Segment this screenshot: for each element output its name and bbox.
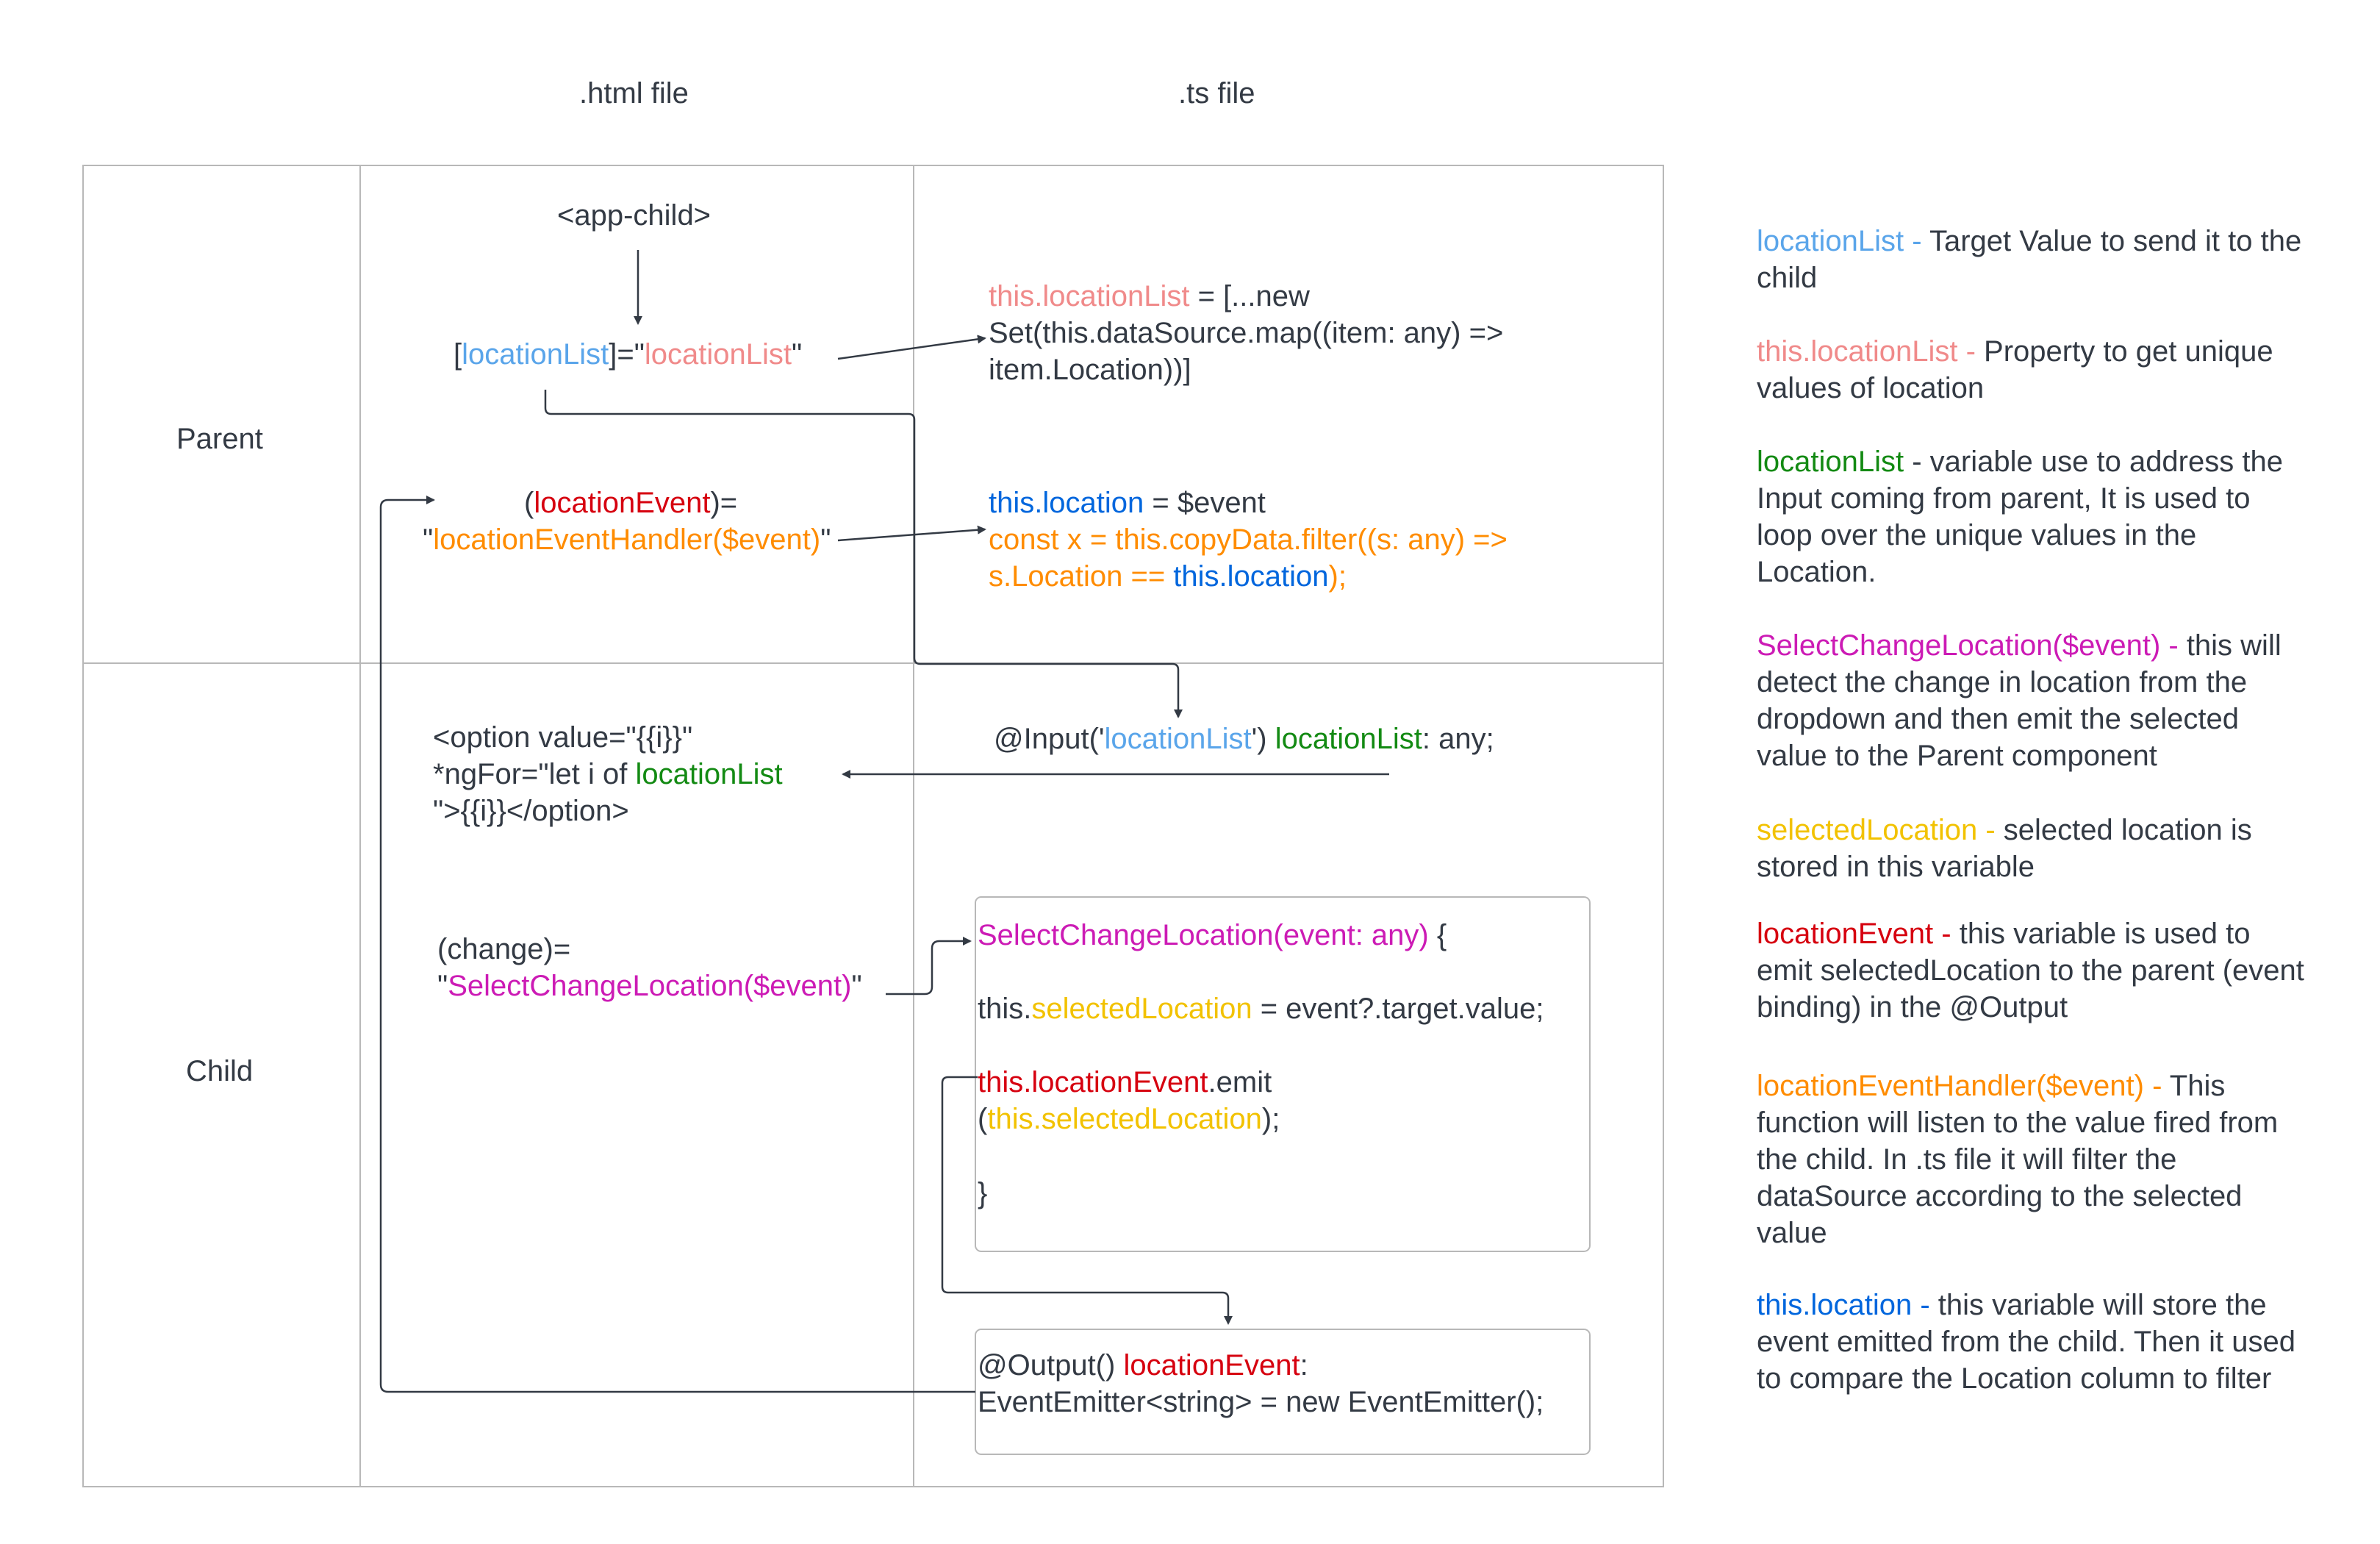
- change-line1: (change)=: [437, 933, 571, 965]
- legend-term: locationList: [1757, 446, 1904, 478]
- arrow-binding-to-ts: [837, 335, 986, 360]
- method-signature: SelectChangeLocation(event: any) {: [978, 919, 1447, 951]
- legend-term: this.location -: [1757, 1289, 1938, 1321]
- arrow-binding-to-input: [544, 390, 1183, 718]
- ts-location-line3: s.Location == this.location);: [989, 560, 1347, 593]
- output-decorator: @Output() locationEvent:: [978, 1349, 1308, 1382]
- option-line3: ">{{i}}</option>: [433, 795, 629, 827]
- method-emit: this.locationEvent.emit: [978, 1066, 1272, 1098]
- arrow-change-to-method: [886, 937, 972, 996]
- legend-term: locationEventHandler($event) -: [1757, 1070, 2170, 1102]
- ts-assign-line1: this.locationList = [...new: [989, 280, 1310, 312]
- legend-item-3: locationList - variable use to address t…: [1757, 446, 2283, 588]
- ts-assign-line3: item.Location))]: [989, 354, 1191, 386]
- event-handler: locationEventHandler($event): [433, 523, 821, 556]
- arrow-emit-to-output: [941, 1076, 1233, 1325]
- app-child-tag: <app-child>: [557, 199, 712, 232]
- output-type: EventEmitter<string> = new EventEmitter(…: [978, 1386, 1544, 1418]
- legend-item-4: SelectChangeLocation($event) - this will…: [1757, 629, 2282, 772]
- method-emit-arg: (this.selectedLocation);: [978, 1103, 1280, 1135]
- change-line2: "SelectChangeLocation($event)": [437, 970, 862, 1002]
- arrow-output-to-event: [379, 496, 975, 1393]
- legend-item-8: this.location - this variable will store…: [1757, 1289, 2295, 1395]
- event-binding-line2: "locationEventHandler($event)": [423, 523, 831, 556]
- input-decorator: @Input('locationList') locationList: any…: [994, 723, 1494, 755]
- method-box: [975, 896, 1591, 1252]
- binding-prop: locationList: [462, 338, 609, 371]
- option-line1: <option value="{{i}}": [433, 721, 693, 754]
- property-binding: [locationList]="locationList": [454, 338, 803, 371]
- option-line2: *ngFor="let i of locationList: [433, 758, 783, 790]
- legend-term: locationList -: [1757, 225, 1929, 257]
- ts-assign-line2: Set(this.dataSource.map((item: any) =>: [989, 317, 1504, 349]
- legend-term: SelectChangeLocation($event) -: [1757, 629, 2187, 662]
- method-assign: this.selectedLocation = event?.target.va…: [978, 993, 1544, 1025]
- event-binding-line1: (locationEvent)=: [524, 487, 738, 519]
- legend-item-1: locationList - Target Value to send it t…: [1757, 225, 2302, 294]
- legend-item-6: locationEvent - this variable is used to…: [1757, 918, 2304, 1023]
- header-ts-file: .ts file: [1178, 77, 1255, 110]
- binding-value: locationList: [644, 338, 792, 371]
- ts-location-line2: const x = this.copyData.filter((s: any) …: [989, 523, 1508, 556]
- grid-table: [82, 165, 1664, 1487]
- ts-location-line1: this.location = $event: [989, 487, 1266, 519]
- header-html-file: .html file: [579, 77, 689, 110]
- method-end-brace: }: [978, 1177, 988, 1209]
- row-label-parent: Parent: [176, 423, 263, 455]
- row-label-child: Child: [186, 1055, 254, 1087]
- legend-term: locationEvent -: [1757, 918, 1960, 950]
- legend-term: this.locationList -: [1757, 335, 1985, 368]
- legend-item-2: this.locationList - Property to get uniq…: [1757, 335, 2273, 404]
- event-name: locationEvent: [534, 487, 711, 519]
- arrow-handler-to-ts: [837, 525, 986, 542]
- legend-term: selectedLocation -: [1757, 814, 2004, 846]
